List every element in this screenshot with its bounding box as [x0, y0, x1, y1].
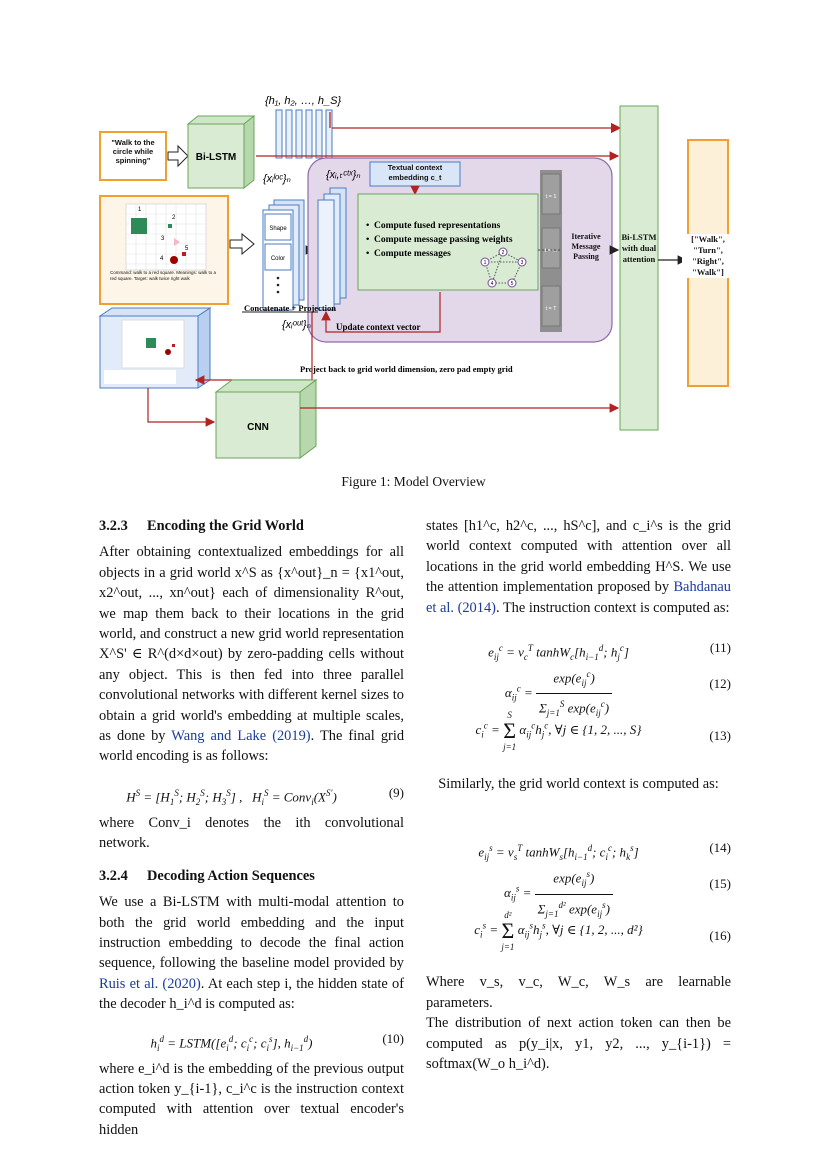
svg-text:3: 3	[161, 236, 165, 242]
svg-text:•: •	[366, 234, 369, 245]
svg-text:•: •	[366, 220, 369, 231]
textual-context-label: Textual context embedding c_t	[387, 163, 443, 182]
concat-label: Concatenate + Projection	[244, 303, 336, 313]
paragraph-similarly: Similarly, the grid world context is com…	[438, 776, 719, 793]
cnn-block	[215, 391, 301, 459]
svg-text:3: 3	[521, 260, 524, 266]
svg-text:Compute fused representations: Compute fused representations	[374, 221, 501, 231]
project-back-label: Project back to grid world dimension, ze…	[300, 364, 513, 374]
equation-10: hid = LSTM([eid; cic; cis], hi−1d) (10)	[150, 1030, 404, 1053]
paragraph-states: states [h1^c, h2^c, ..., hS^c], and c_i^…	[426, 518, 731, 616]
equation-15: αijs = exp(eijs)Σj=1d² exp(eijs) (15)	[426, 862, 731, 918]
svg-text:5: 5	[185, 246, 189, 252]
paragraph-decoding: We use a Bi-LSTM with multi-modal attent…	[99, 894, 405, 1013]
equation-9: HS = [H1S; H2S; H3S] , HiS = Convi(XS') …	[126, 784, 404, 807]
instruction-box	[99, 131, 167, 181]
arrow-instruction	[167, 144, 189, 168]
citation-wang-lake[interactable]: Wang and Lake (2019)	[171, 728, 311, 745]
svg-text:2: 2	[502, 250, 505, 256]
svg-text:•: •	[366, 248, 369, 259]
color-label: Color	[271, 256, 285, 262]
figure-caption: Figure 1: Model Overview	[341, 474, 486, 489]
red-circle	[170, 256, 178, 264]
svg-text:4: 4	[160, 256, 164, 262]
hidden-state-bars	[275, 109, 333, 159]
citation-ruis[interactable]: Ruis et al. (2020)	[99, 975, 201, 992]
svg-text:4: 4	[491, 281, 494, 287]
xout-label: {xᵢᵒᵘᵗ}ₙ	[282, 319, 311, 331]
equation-11: eijc = vcT tanhWc[hi−1d; hjc] (11)	[488, 640, 731, 662]
xctx-label: {xᵢ,ₜᶜᵗˣ}ₙ	[326, 169, 361, 181]
grid-caption: Command: walk to a red square. Meanings:…	[110, 270, 217, 281]
green-square	[131, 218, 147, 234]
cnn-label: CNN	[247, 422, 269, 433]
equation-14: eijs = vsT tanhWs[hi−1d; cic; hks] (14)	[478, 840, 731, 863]
equation-12: αijc = exp(eijc)Σj=1S exp(eijc) (12)	[426, 662, 731, 718]
bilstm-decoder	[619, 105, 659, 431]
model-overview-figure: {h₁, h₂, …, h_S} "Walk to the circle whi…	[98, 95, 734, 459]
update-context-label: Update context vector	[336, 322, 420, 332]
citation-bahdanau[interactable]: Bahdanau et al. (2014)	[426, 579, 731, 616]
time-step-1: t = 1	[546, 194, 557, 200]
paragraph-embedding: where e_i^d is the embedding of the prev…	[99, 1060, 404, 1138]
svg-text:1: 1	[484, 260, 487, 266]
context-feature-stack	[317, 187, 347, 311]
output-label: ["Walk", "Turn", "Right", "Walk"]	[682, 234, 734, 278]
svg-text:2: 2	[172, 215, 176, 221]
compute-bullets: • Compute fused representations • Comput…	[366, 220, 513, 259]
hidden-states-label: {h₁, h₂, …, h_S}	[265, 95, 341, 107]
shape-label: Shape	[269, 226, 287, 232]
compute-box	[357, 193, 539, 291]
bilstm-label: Bi-LSTM	[196, 152, 237, 163]
right-column: states [h1^c, h2^c, ..., hS^c], and c_i^…	[426, 516, 731, 1074]
xloc-label: {xᵢˡᵒᶜ}ₙ	[263, 173, 291, 185]
textual-context-box	[369, 161, 461, 187]
time-step-T: t = T	[545, 306, 557, 312]
bilstm-encoder	[187, 123, 245, 189]
grid-lines	[126, 204, 206, 270]
paragraph-where: Where v_s, v_c, W_c, W_s are learnable p…	[426, 974, 731, 1011]
svg-text:Compute message passing weight: Compute message passing weights	[374, 235, 513, 245]
paragraph-distribution: The distribution of next action token ca…	[426, 1015, 731, 1073]
svg-text:1: 1	[138, 207, 142, 213]
iterative-label: Iterative Message Passing	[571, 232, 601, 261]
paragraph-conv: where Conv_i denotes the ith convolution…	[99, 814, 404, 852]
paragraph-encoding: After obtaining contextualized embedding…	[99, 544, 405, 765]
time-step-mid: t = ...	[545, 248, 558, 254]
decoder-label: Bi-LSTM with dual attention	[621, 232, 657, 264]
arrow-grid	[229, 232, 255, 256]
message-graph: 1 2 3 4 5	[480, 247, 527, 288]
instruction-text: "Walk to the circle while spinning"	[111, 138, 155, 165]
svg-text:5: 5	[511, 281, 514, 287]
svg-text:Compute messages: Compute messages	[374, 249, 451, 259]
